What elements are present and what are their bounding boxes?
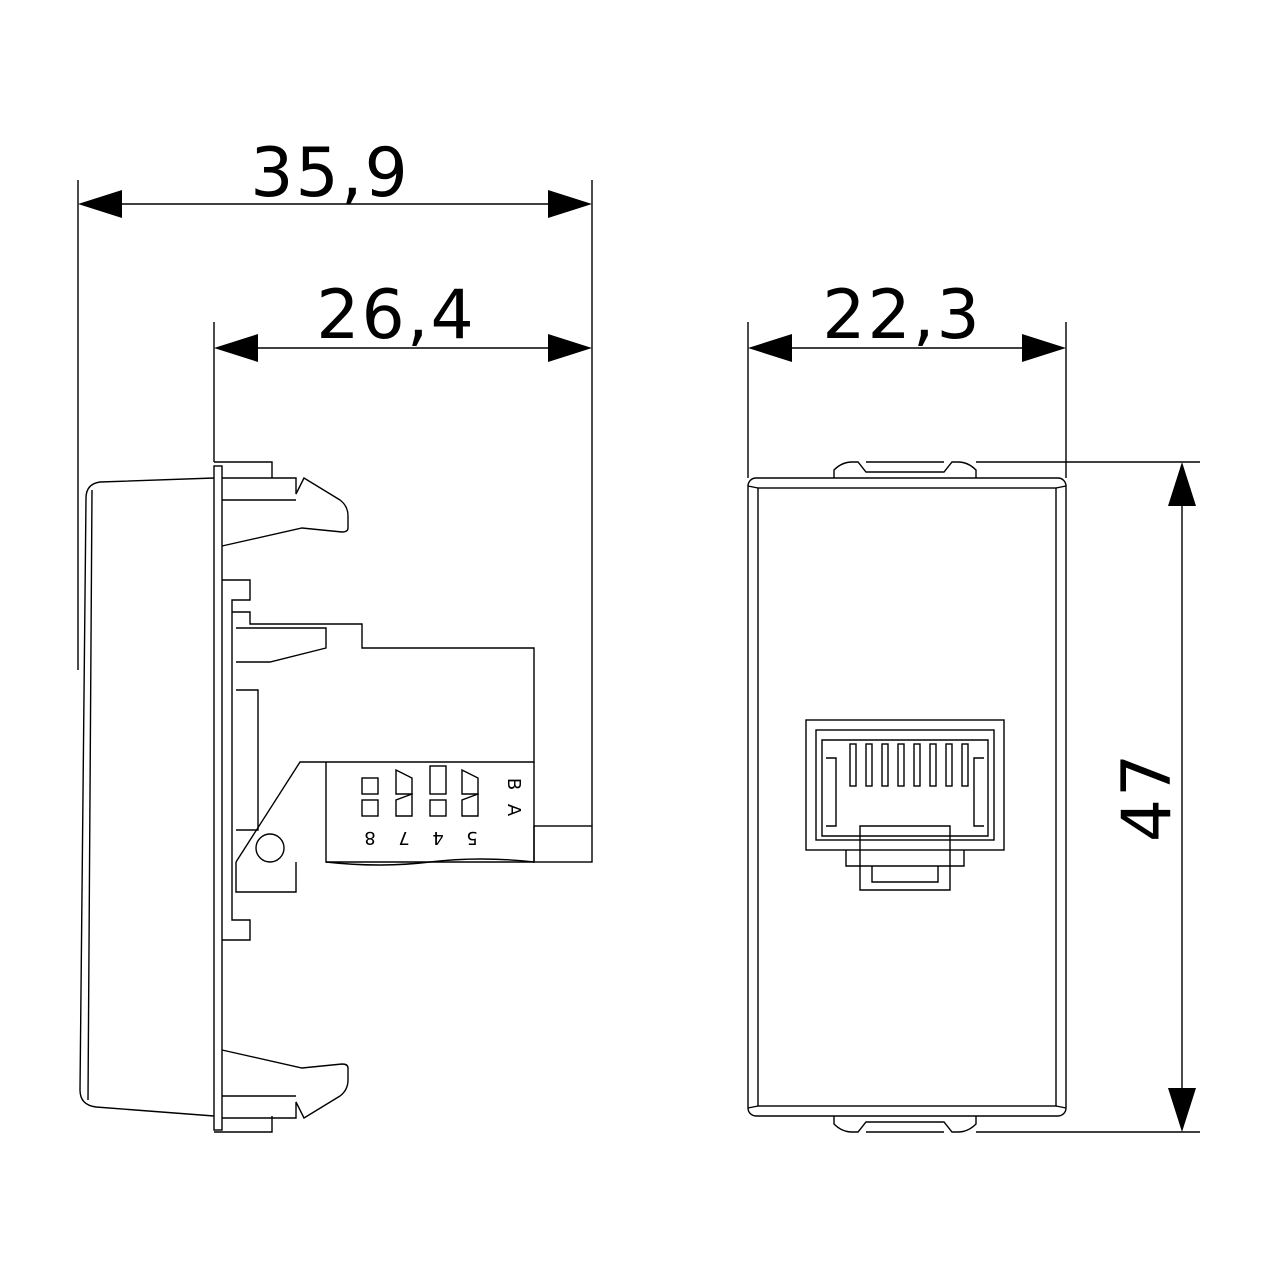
screw-hole: [255, 833, 285, 863]
lower-clip: [221, 1049, 349, 1119]
jack-inner-detail: [232, 611, 535, 863]
idc-slots: [361, 765, 479, 817]
pin-label-5: 5: [466, 827, 477, 848]
overall-depth-label: 35,9: [250, 134, 409, 213]
pair-label-a: A: [503, 804, 524, 817]
rear-cable-stub: [533, 825, 593, 863]
side-view: 8 7 4 5 B A 35,9 26,4: [77, 134, 593, 1133]
front-plate-outer: [747, 477, 1067, 1117]
rj45-latch-notch: [845, 850, 965, 891]
terminal-block-bottom: [325, 858, 535, 866]
pin-label-7: 7: [398, 827, 409, 848]
front-view: 22,3 47: [747, 276, 1200, 1133]
jack-inner-frame: [222, 579, 251, 941]
rj45-contacts: [849, 743, 969, 787]
front-plate-bevel: [747, 485, 1067, 1109]
pin-label-4: 4: [432, 827, 443, 848]
rj45-port: [805, 719, 1005, 891]
bottom-tab: [833, 1116, 977, 1133]
screw-boss: [235, 862, 297, 893]
frame-flange-top: [214, 461, 273, 478]
top-tab: [833, 461, 977, 478]
dimension-height: 47: [976, 461, 1200, 1133]
faceplate-outline: [79, 477, 215, 1117]
frame-flange-bottom: [214, 1116, 273, 1133]
front-plate-inner: [757, 487, 1057, 1107]
housing-step: [236, 689, 259, 831]
latch-lever: [236, 627, 327, 663]
pair-label-b: B: [503, 778, 524, 790]
front-width-label: 22,3: [822, 276, 981, 355]
dimension-body-depth: 26,4: [213, 276, 592, 462]
faceplate-inner-line: [87, 489, 93, 1101]
height-label: 47: [1108, 752, 1187, 843]
dimension-overall-depth: 35,9: [77, 134, 593, 826]
upper-clip: [221, 477, 349, 547]
dimension-front-width: 22,3: [747, 276, 1067, 478]
mounting-frame: [213, 465, 223, 1131]
pin-label-8: 8: [364, 827, 375, 848]
body-depth-label: 26,4: [316, 276, 475, 355]
